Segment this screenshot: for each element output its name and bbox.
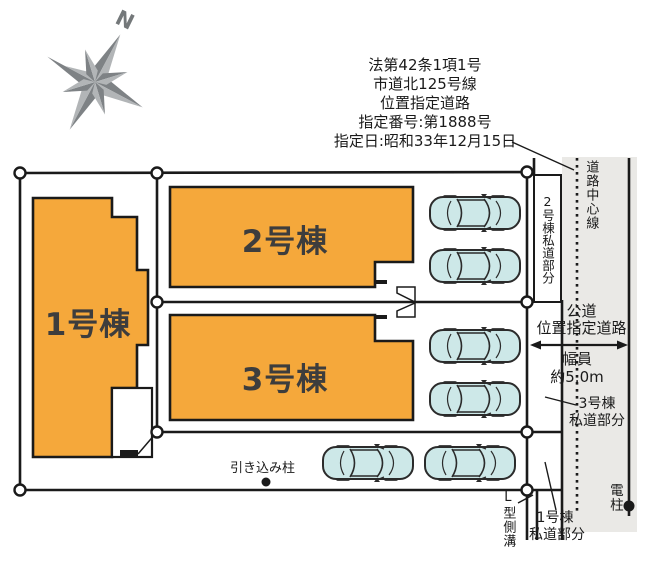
lot3-private-label-2: 私道部分 — [569, 413, 625, 429]
building-1-entrance-step — [120, 450, 138, 457]
lot1-private-leader — [544, 461, 557, 511]
car-icon — [322, 443, 414, 483]
road-designation-note: 法第42条1項1号 市道北125号線 位置指定道路 指定番号:第1888号 指定… — [327, 56, 523, 151]
designation-line-3: 位置指定道路 — [379, 94, 470, 112]
designation-line-4: 指定番号:第1888号 — [358, 113, 492, 131]
building-1-approach — [110, 386, 154, 459]
survey-markers — [13, 165, 534, 497]
public-road-label-1: 公道 — [566, 302, 597, 320]
road-width-label-2: 約5.0m — [550, 368, 604, 386]
lot1-private-label-2: 私道部分 — [529, 527, 585, 543]
road-width-label-1: 幅員 — [561, 350, 592, 368]
road-center-line-label: 道路中心線 — [583, 160, 599, 230]
car-icon — [429, 326, 521, 366]
car-icon — [429, 246, 521, 286]
utility-pole-dot — [623, 500, 635, 512]
building-3-entrance-step — [375, 315, 387, 319]
designation-line-2: 市道北125号線 — [373, 75, 477, 93]
building-2-footprint — [168, 185, 415, 289]
designation-leader — [511, 141, 575, 171]
building-2-label: 2号棟 — [241, 224, 329, 260]
lot2-private-road-strip: 2号棟私道部分 — [533, 174, 562, 303]
road-width-arrow — [530, 340, 628, 350]
service-pole-dot — [261, 477, 271, 487]
lot3-private-label-1: 3号棟 — [578, 396, 616, 412]
building-1-label: 1号棟 — [44, 307, 132, 343]
gutter-label: L型側溝 — [500, 490, 516, 548]
lot1-private-label-1: 1号棟 — [536, 510, 574, 526]
designation-line-5: 指定日:昭和33年12月15日 — [333, 132, 517, 150]
car-icon — [429, 193, 521, 233]
compass-rose-icon — [47, 34, 143, 130]
building-3-label: 3号棟 — [241, 362, 329, 398]
building-2-entrance-step — [375, 280, 387, 284]
utility-pole-label: 電柱 — [606, 483, 623, 512]
public-road-label-2: 位置指定道路 — [536, 319, 627, 337]
service-pole-label: 引き込み柱 — [230, 461, 296, 476]
car-icon — [424, 443, 516, 483]
car-icon — [429, 379, 521, 419]
leader-lines — [511, 141, 577, 511]
gutter-leader — [517, 494, 534, 504]
lot3-private-leader — [544, 396, 577, 406]
designation-line-1: 法第42条1項1号 — [368, 56, 482, 74]
